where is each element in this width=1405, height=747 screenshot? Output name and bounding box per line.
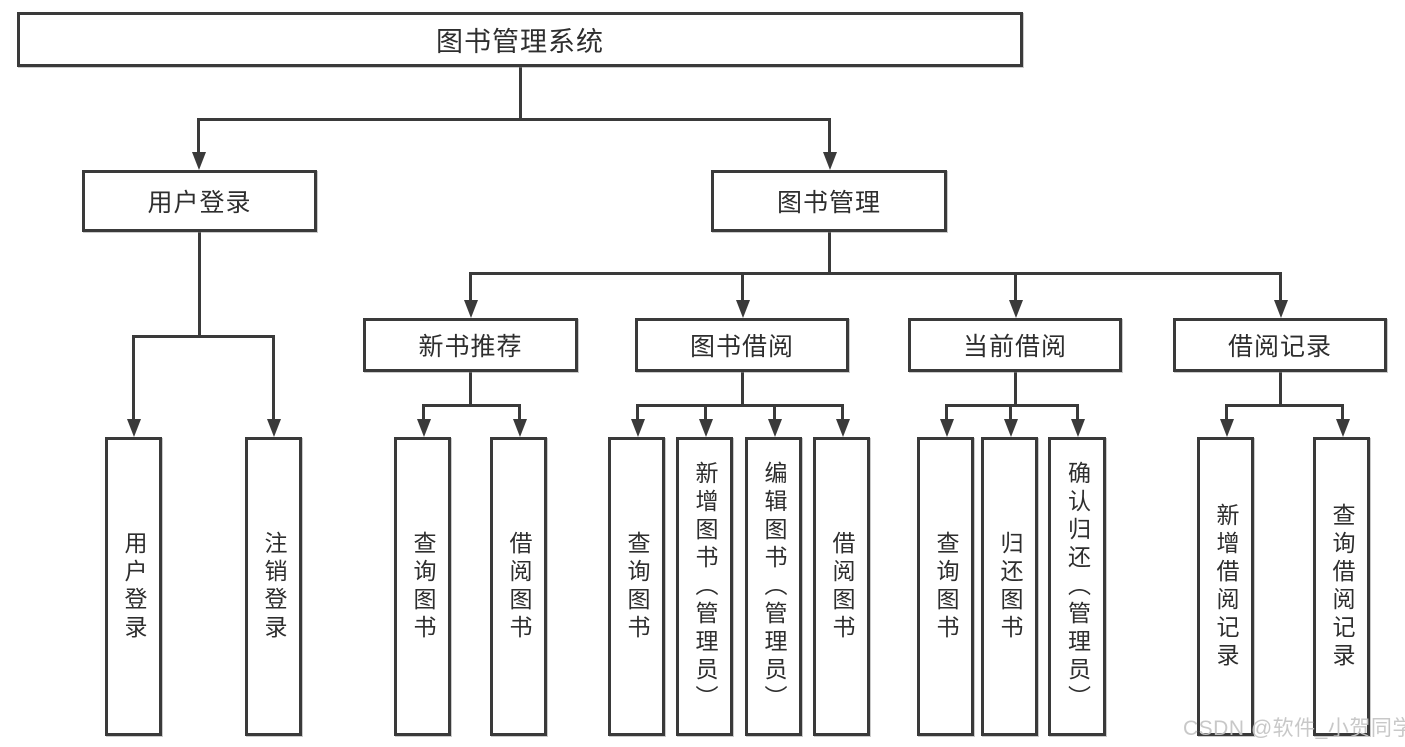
connector-line: [636, 404, 639, 423]
arrowhead-icon: [631, 419, 645, 437]
arrowhead-icon: [267, 419, 281, 437]
leaf-user-login: 用户登录: [105, 437, 162, 736]
arrowhead-icon: [1004, 419, 1018, 437]
connector-line: [741, 272, 744, 304]
csdn-watermark: CSDN @软件_小贺同学: [1183, 717, 1405, 740]
arrowhead-icon: [736, 300, 750, 318]
arrowhead-icon: [1336, 419, 1350, 437]
connector-line: [1076, 404, 1079, 423]
arrowhead-icon: [836, 419, 850, 437]
connector-line: [469, 272, 1282, 275]
connector-line: [422, 404, 521, 407]
connector-line: [828, 118, 831, 156]
arrowhead-icon: [823, 152, 837, 170]
connector-line: [1014, 372, 1017, 407]
arrowhead-icon: [1071, 419, 1085, 437]
leaf-add-book-admin: 新增图书（管理员）: [676, 437, 733, 736]
connector-line: [422, 404, 425, 423]
leaf-borrow-book: 借阅图书: [813, 437, 870, 736]
node-book-borrow: 图书借阅: [635, 318, 849, 372]
connector-line: [1225, 404, 1343, 407]
node-borrow-record: 借阅记录: [1173, 318, 1387, 372]
leaf-logout: 注销登录: [245, 437, 302, 736]
connector-line: [1279, 372, 1282, 407]
arrowhead-icon: [699, 419, 713, 437]
connector-line: [741, 372, 744, 407]
connector-line: [132, 335, 135, 423]
leaf-edit-book-admin: 编辑图书（管理员）: [745, 437, 802, 736]
leaf-query-book-borrow: 查询图书: [608, 437, 665, 736]
connector-line: [828, 232, 831, 275]
connector-line: [519, 67, 522, 119]
arrowhead-icon: [417, 419, 431, 437]
node-root: 图书管理系统: [17, 12, 1023, 67]
connector-line: [1009, 404, 1012, 423]
leaf-query-book-recommend: 查询图书: [394, 437, 451, 736]
node-user-login: 用户登录: [82, 170, 317, 232]
connector-line: [1341, 404, 1344, 423]
connector-line: [1225, 404, 1228, 423]
connector-line: [272, 335, 275, 423]
connector-line: [773, 404, 776, 423]
connector-line: [198, 232, 201, 338]
arrowhead-icon: [768, 419, 782, 437]
node-new-book-recommend: 新书推荐: [363, 318, 578, 372]
connector-line: [841, 404, 844, 423]
connector-line: [518, 404, 521, 423]
connector-line: [704, 404, 707, 423]
connector-line: [945, 404, 1079, 407]
node-current-borrow: 当前借阅: [908, 318, 1122, 372]
arrowhead-icon: [940, 419, 954, 437]
connector-line: [197, 118, 831, 121]
arrowhead-icon: [1220, 419, 1234, 437]
connector-line: [469, 372, 472, 407]
connector-line: [132, 335, 274, 338]
connector-line: [197, 118, 200, 156]
leaf-borrow-book-recommend: 借阅图书: [490, 437, 547, 736]
connector-line: [469, 272, 472, 304]
leaf-return-book: 归还图书: [981, 437, 1038, 736]
leaf-query-borrow-record: 查询借阅记录: [1313, 437, 1370, 736]
connector-line: [1279, 272, 1282, 304]
arrowhead-icon: [192, 152, 206, 170]
node-book-management: 图书管理: [711, 170, 947, 232]
arrowhead-icon: [1009, 300, 1023, 318]
arrowhead-icon: [513, 419, 527, 437]
arrowhead-icon: [1274, 300, 1288, 318]
connector-line: [1014, 272, 1017, 304]
connector-line: [945, 404, 948, 423]
connector-line: [636, 404, 844, 407]
arrowhead-icon: [127, 419, 141, 437]
leaf-query-book-current: 查询图书: [917, 437, 974, 736]
leaf-add-borrow-record: 新增借阅记录: [1197, 437, 1254, 736]
arrowhead-icon: [464, 300, 478, 318]
leaf-confirm-return-admin: 确认归还（管理员）: [1048, 437, 1106, 736]
